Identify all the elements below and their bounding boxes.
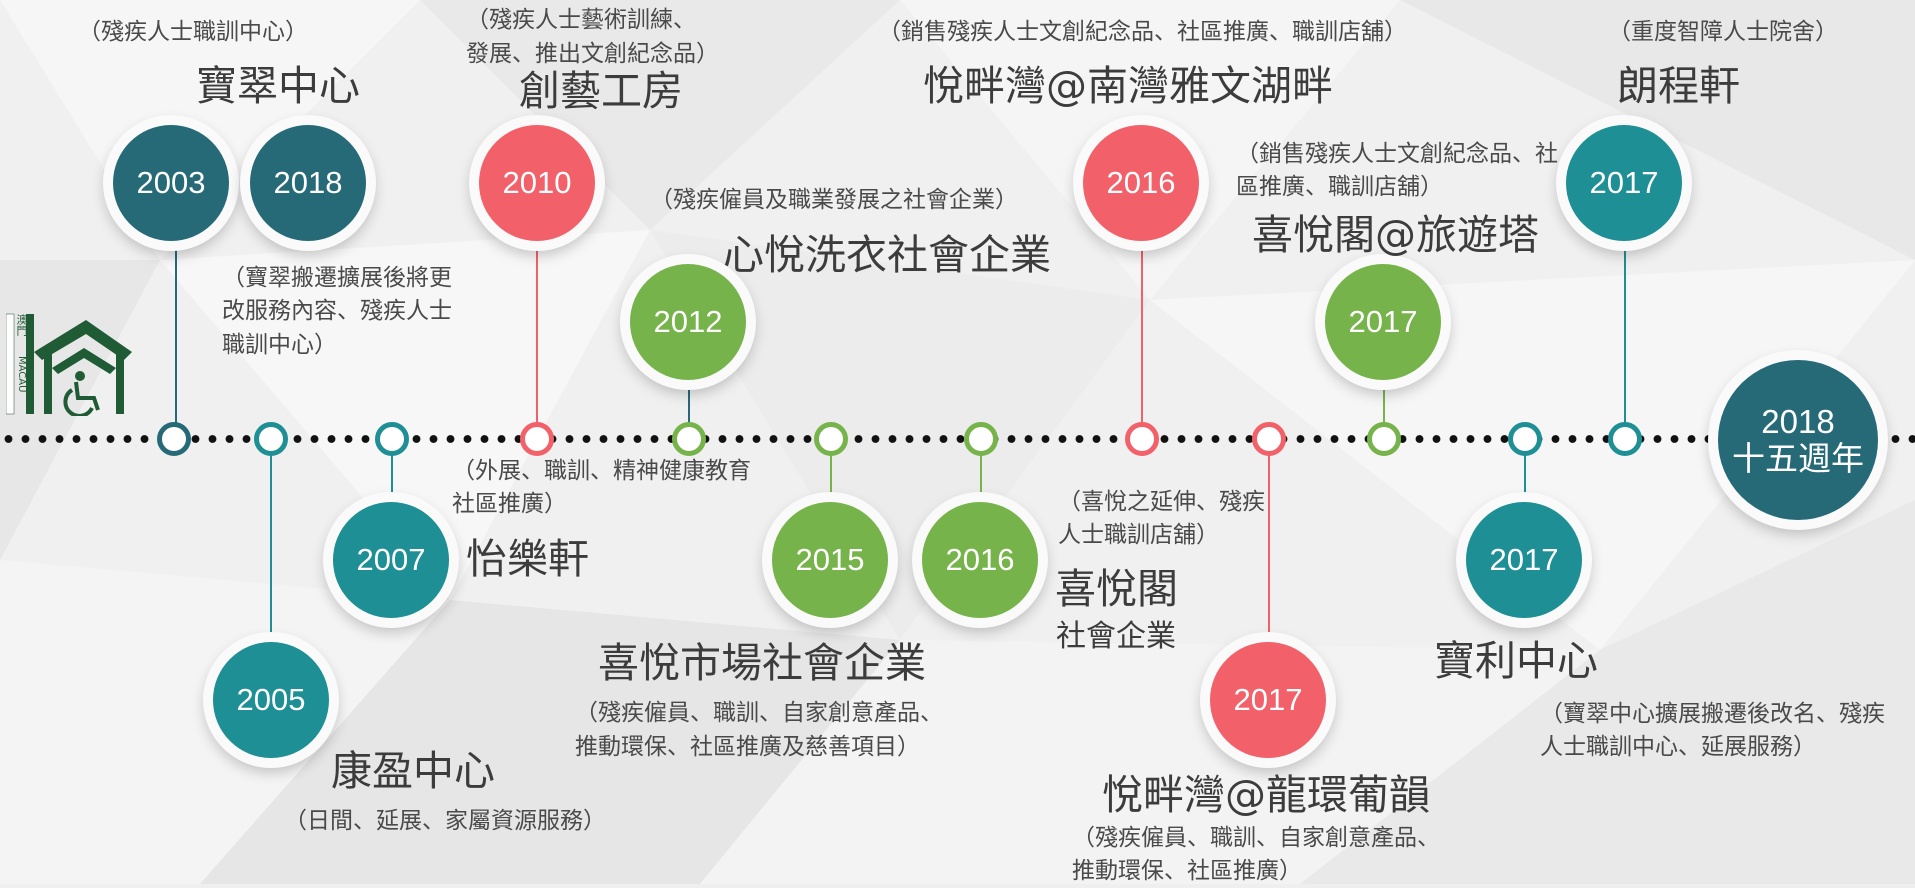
- year-label: 2017: [1589, 165, 1659, 200]
- year-label: 2017: [1348, 304, 1418, 339]
- connector-2017-lc: [1624, 250, 1626, 440]
- axis-dot-2003: [157, 422, 191, 456]
- axis-dot-2017-bl: [1508, 422, 1542, 456]
- milestone-title-2017-bl: 寶利中心: [1434, 637, 1598, 685]
- milestone-title-2016b-line2: 社會企業: [1056, 619, 1176, 654]
- milestone-title-2016b-line1: 喜悅閣: [1055, 565, 1178, 613]
- year-label: 2003: [136, 165, 206, 200]
- timeline-axis: [0, 432, 1915, 446]
- milestone-title-2010: 創藝工房: [519, 67, 683, 115]
- year-circle-2012: 2012: [630, 264, 746, 380]
- year-circle-2017-bl: 2017: [1466, 502, 1582, 618]
- wheelchair-house-icon: [5, 313, 132, 418]
- connector-2017-xg: [1383, 384, 1385, 440]
- connector-2017-yp: [1268, 440, 1270, 640]
- year-label: 2016: [945, 542, 1015, 577]
- year-circle-2010: 2010: [479, 125, 595, 241]
- year-label: 2017: [1233, 682, 1303, 717]
- connector-2016b: [980, 440, 982, 500]
- connector-2005: [270, 440, 272, 640]
- milestone-desc-2005: （日間、延展、家屬資源服務）: [284, 808, 606, 834]
- anniversary-year: 2018: [1761, 403, 1835, 440]
- organization-logo: 澳門 MACAU: [5, 312, 132, 418]
- milestone-title-2005: 康盈中心: [331, 747, 495, 795]
- connector-2010: [536, 250, 538, 440]
- anniversary-circle: 2018 十五週年: [1718, 360, 1878, 520]
- connector-2016a: [1141, 250, 1143, 440]
- milestone-title-2003: 寶翠中心: [196, 62, 360, 110]
- milestone-desc-2015-line2: 推動環保、社區推廣及慈善項目）: [575, 734, 920, 760]
- year-label: 2017: [1489, 542, 1559, 577]
- milestone-title-2017-yp: 悅畔灣@龍環葡韻: [1102, 771, 1430, 819]
- milestone-title-2015: 喜悅市場社會企業: [598, 639, 926, 687]
- year-label: 2016: [1106, 165, 1176, 200]
- milestone-title-2012: 心悅洗衣社會企業: [723, 231, 1051, 279]
- year-label: 2015: [795, 542, 865, 577]
- connector-2015: [830, 440, 832, 500]
- year-circle-2016b: 2016: [922, 502, 1038, 618]
- year-circle-2017-lc: 2017: [1566, 125, 1682, 241]
- milestone-desc-2017-lc: （重度智障人士院舍）: [1608, 19, 1838, 45]
- axis-dot-2010: [520, 422, 554, 456]
- year-label: 2010: [502, 165, 572, 200]
- milestone-desc-2016a: （銷售殘疾人士文創紀念品、社區推廣、職訓店舖）: [878, 19, 1407, 45]
- connector-2012: [688, 384, 690, 440]
- milestone-desc-2016b: （喜悅之延伸、殘疾人士職訓店舖）: [1058, 489, 1265, 549]
- axis-dot-2005: [254, 422, 288, 456]
- axis-dot-2017-yp: [1252, 422, 1286, 456]
- milestone-title-2017-lc: 朗程軒: [1617, 62, 1740, 110]
- axis-dot-2017-xg: [1367, 422, 1401, 456]
- milestone-title-2017-xg: 喜悅閣@旅遊塔: [1252, 211, 1539, 259]
- year-circle-2016a: 2016: [1083, 125, 1199, 241]
- milestone-title-2007: 怡樂軒: [466, 535, 589, 583]
- year-circle-2017-yp: 2017: [1210, 642, 1326, 758]
- axis-dot-2015: [814, 422, 848, 456]
- milestone-desc-2017-yp-line1: （殘疾僱員、職訓、自家創意產品、: [1072, 825, 1440, 851]
- milestone-desc-2017-xg: （銷售殘疾人士文創紀念品、社區推廣、職訓店舖）: [1236, 141, 1558, 201]
- axis-dot-2016a: [1125, 422, 1159, 456]
- axis-dot-2007: [375, 422, 409, 456]
- milestone-desc-2012: （殘疾僱員及職業發展之社會企業）: [650, 187, 1018, 213]
- logo-macau-latin: MACAU: [16, 356, 27, 393]
- milestone-desc-2003: （殘疾人士職訓中心）: [78, 19, 308, 45]
- year-label: 2012: [653, 304, 723, 339]
- milestone-desc-2015-line1: （殘疾僱員、職訓、自家創意產品、: [575, 700, 943, 726]
- milestone-desc-2007: （外展、職訓、精神健康教育社區推廣）: [452, 458, 751, 518]
- milestone-desc-2018: （寶翠搬遷擴展後將更改服務內容、殘疾人士職訓中心）: [222, 265, 452, 358]
- axis-dot-2017-lc: [1608, 422, 1642, 456]
- milestone-desc-2017-yp-line2: 推動環保、社區推廣）: [1072, 858, 1302, 884]
- axis-dot-2012: [672, 422, 706, 456]
- year-label: 2018: [273, 165, 343, 200]
- year-circle-2003: 2003: [113, 125, 229, 241]
- connector-2017-bl: [1524, 440, 1526, 500]
- year-label: 2005: [236, 682, 306, 717]
- year-circle-2005: 2005: [213, 642, 329, 758]
- year-label: 2007: [356, 542, 426, 577]
- milestone-title-2016a: 悅畔灣@南灣雅文湖畔: [923, 62, 1333, 110]
- year-circle-2017-xg: 2017: [1325, 264, 1441, 380]
- logo-macau-chinese: 澳門: [15, 314, 28, 336]
- milestone-desc-2010-line1: （殘疾人士藝術訓練、: [466, 7, 696, 33]
- connector-2007: [391, 440, 393, 500]
- connector-2003: [175, 250, 177, 440]
- milestone-desc-2017-bl: （寶翠中心擴展搬遷後改名、殘疾人士職訓中心、延展服務）: [1540, 701, 1885, 761]
- year-circle-2007: 2007: [333, 502, 449, 618]
- axis-dot-2016b: [964, 422, 998, 456]
- year-circle-2018: 2018: [250, 125, 366, 241]
- anniversary-label: 十五週年: [1732, 440, 1864, 477]
- milestone-desc-2010-line2: 發展、推出文創紀念品）: [466, 41, 719, 67]
- year-circle-2015: 2015: [772, 502, 888, 618]
